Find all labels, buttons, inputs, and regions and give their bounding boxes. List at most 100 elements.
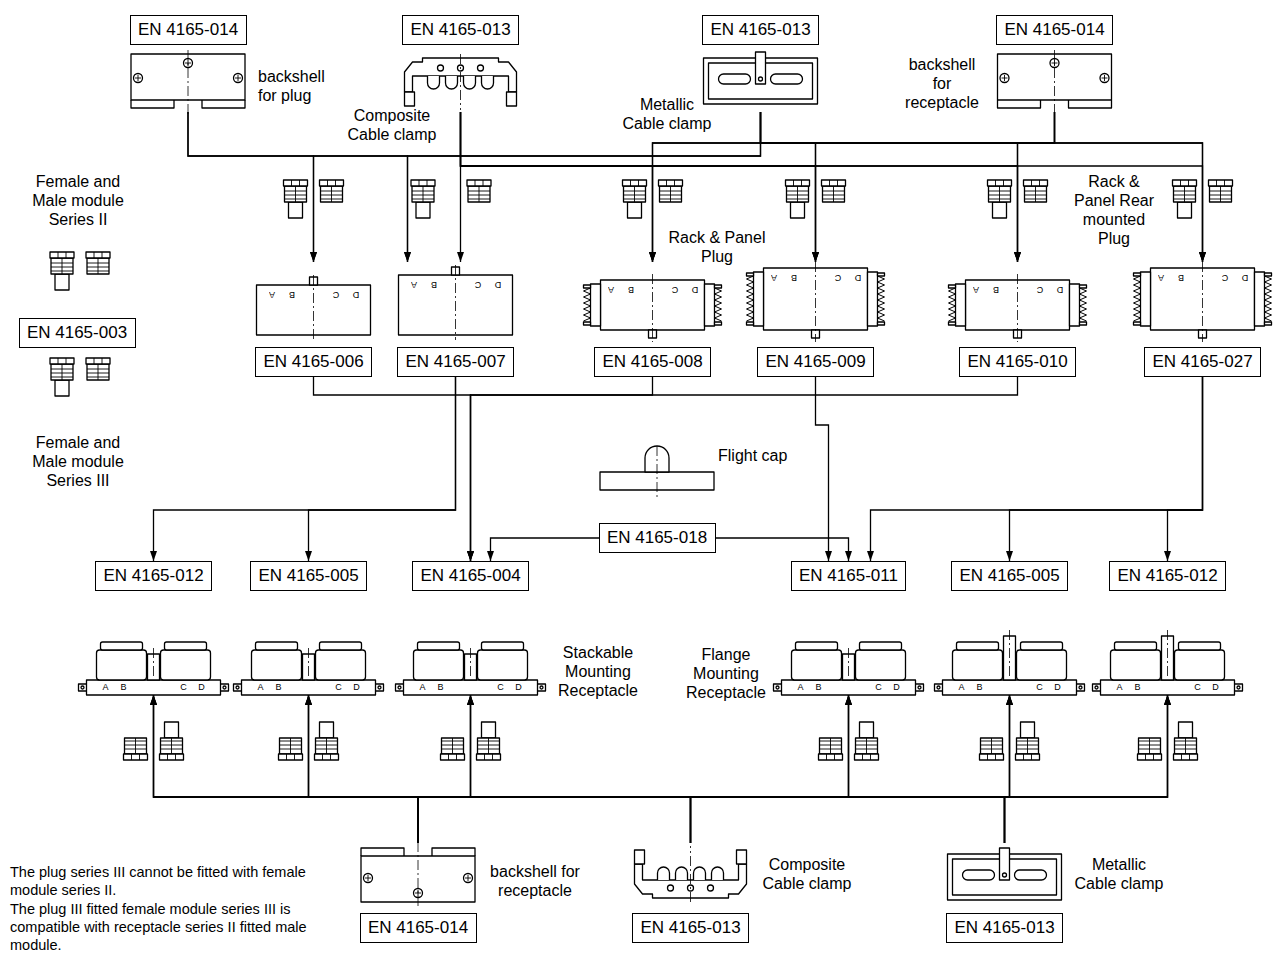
part-node: EN 4165-014 (130, 15, 246, 112)
figure-part (404, 680, 538, 695)
male-module-icon (786, 180, 810, 218)
figure-part (540, 686, 543, 689)
part-caption: Composite Cable clamp (758, 855, 856, 893)
center-line (308, 648, 309, 679)
connector (1018, 112, 1055, 262)
part-node: EN 4165-013 (403, 15, 518, 112)
figure-part (787, 180, 809, 202)
connector (314, 377, 471, 561)
part-number: EN 4165-005 (250, 561, 367, 591)
figure-part (1016, 754, 1040, 760)
figure-part (316, 738, 338, 760)
figure-part (878, 322, 885, 325)
part-node: EN 4165-011 (791, 561, 906, 695)
figure-part (705, 284, 715, 326)
part-node: EN 4165-018 (600, 445, 714, 553)
figure-part (1237, 686, 1240, 689)
figure-part (87, 680, 221, 695)
center-line (1054, 50, 1055, 114)
contact-letter: D (492, 279, 504, 290)
figure-part (1178, 202, 1192, 218)
figure-part (1134, 276, 1141, 321)
figure-part (1095, 686, 1098, 689)
figure-part (320, 642, 362, 650)
figure-part (1021, 722, 1035, 738)
contact-letter: D (1210, 682, 1222, 693)
connector (154, 377, 456, 561)
figure-part (823, 180, 845, 202)
connector (871, 377, 1203, 561)
connector (154, 695, 419, 843)
contact-letter: B (1175, 272, 1187, 283)
part-number: EN 4165-003 (19, 318, 136, 348)
contact-letter: C (178, 682, 190, 693)
connector (714, 538, 849, 561)
connector (418, 695, 1010, 843)
figure-part (628, 202, 642, 218)
figure-part (1003, 873, 1007, 877)
contact-letter: C (472, 279, 484, 290)
contact-letter: B (788, 272, 800, 283)
part-number: EN 4165-006 (255, 347, 372, 377)
part-caption: Composite Cable clamp (336, 106, 448, 144)
figure-part (953, 650, 1003, 680)
figure-part (160, 754, 184, 760)
part-number: EN 4165-011 (791, 561, 906, 591)
connector (471, 695, 691, 843)
figure-part (320, 722, 334, 738)
part-caption: Flight cap (718, 446, 808, 465)
figure-part (988, 180, 1012, 186)
figure-part (428, 76, 440, 89)
connector (309, 695, 419, 843)
contact-letter: B (435, 682, 447, 693)
screw-cross (1002, 75, 1008, 81)
connector (816, 377, 829, 561)
male-module-icon (160, 722, 184, 760)
figure-part (1101, 680, 1235, 695)
figure-part (855, 754, 879, 760)
figure-part (316, 650, 366, 680)
rack-plug-figure (584, 274, 722, 342)
figure-part (1017, 650, 1067, 680)
part-node: EN 4165-013 (703, 15, 818, 112)
part-number: EN 4165-014 (130, 15, 247, 45)
contact-letter: D (350, 289, 362, 300)
figure-part (719, 74, 751, 84)
figure-part (1139, 738, 1161, 760)
figure-part (1141, 272, 1151, 326)
connector (461, 112, 1203, 262)
figure-part (441, 754, 465, 760)
part-node: EN 4165-010 (960, 262, 1075, 377)
center-line (652, 274, 653, 342)
part-number: EN 4165-027 (1144, 347, 1261, 377)
male-module-icon (1016, 722, 1040, 760)
figure-part (754, 272, 764, 326)
part-number: EN 4165-013 (402, 15, 519, 45)
figure-part (1021, 642, 1063, 650)
figure-part (624, 180, 646, 202)
contact-letter: A (100, 682, 112, 693)
figure-part (668, 885, 674, 891)
connector (691, 695, 849, 843)
contact-letter: B (118, 682, 130, 693)
figure-part (856, 650, 906, 680)
figure-part (993, 202, 1007, 218)
figure-part (1079, 686, 1082, 689)
part-number: EN 4165-014 (360, 913, 477, 943)
female-module-icon (1209, 180, 1233, 202)
figure-part (161, 738, 183, 760)
contact-letter: D (689, 284, 701, 295)
contact-letter: A (956, 682, 968, 693)
part-node: EN 4165-013 (947, 843, 1062, 943)
figure-part (51, 358, 73, 380)
figure-part (161, 650, 211, 680)
figure-part (822, 180, 846, 186)
figure-part (51, 252, 73, 274)
part-caption: Rack & Panel Plug (664, 228, 770, 266)
contact-letter: B (273, 682, 285, 693)
figure-part (50, 358, 74, 364)
screw (464, 874, 473, 883)
figure-part (507, 92, 517, 106)
figure-part (715, 285, 722, 288)
contact-letter: B (974, 682, 986, 693)
